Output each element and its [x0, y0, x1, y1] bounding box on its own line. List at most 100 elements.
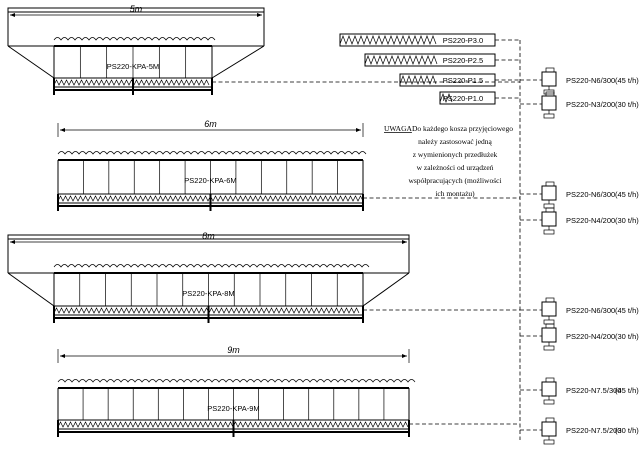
extension-label: PS220-P3.0 [443, 36, 483, 45]
motor-housing-icon [541, 421, 557, 437]
motor-cap-icon [545, 323, 555, 329]
extension-label: PS220-P2.5 [443, 56, 483, 65]
extension-label: PS220-P1.5 [443, 76, 483, 85]
dimension-arrow [10, 13, 15, 17]
drive-model-label: PS220-N6/300 [566, 190, 615, 199]
bin-model-label: PS220-KPA-6M [184, 176, 236, 185]
bin-model-label: PS220-KPA-5M [107, 62, 159, 71]
extension-1: PS220-P3.0 [339, 33, 496, 47]
extension-hatching [364, 55, 438, 65]
conveyor-screw [53, 79, 210, 86]
drive-unit-1: PS220-N6/300(45 t/h) [541, 67, 639, 95]
motor-housing-icon [541, 327, 557, 343]
drive-capacity-label: (45 t/h) [615, 76, 639, 85]
dashed-connections [212, 39, 542, 440]
motor-cap-icon [545, 181, 555, 187]
drive-capacity-label: (45 t/h) [615, 386, 639, 395]
drive-capacity-label: (30 t/h) [615, 426, 639, 435]
motor-cap-icon [545, 377, 555, 383]
dimension-arrow [60, 128, 65, 132]
note-line-3: z wymienionych przedłużek [413, 150, 498, 159]
note-line-5: współpracujących (możliwości [408, 176, 501, 185]
note-line-6: ich montażu) [435, 189, 475, 198]
bin-corrugation [53, 37, 216, 41]
bin-length-label: 6m [204, 119, 217, 129]
drive-model-label: PS220-N6/300 [566, 76, 615, 85]
extension-hatching [439, 93, 453, 103]
dimension-arrow [356, 128, 361, 132]
bin-corrugation [57, 151, 367, 155]
drive-unit-2: PS220-N3/200(30 t/h) [541, 91, 639, 119]
drive-unit-3: PS220-N6/300(45 t/h) [541, 181, 639, 209]
drive-model-label: PS220-N7.5/200 [566, 426, 621, 435]
note-heading: UWAGA [384, 124, 412, 133]
extension-label: PS220-P1.0 [443, 94, 483, 103]
bin-model-label: PS220-KPA-8M [182, 289, 234, 298]
drive-model-label: PS220-N7.5/300 [566, 386, 621, 395]
drive-model-label: PS220-N3/200 [566, 100, 615, 109]
motor-cap-icon [545, 297, 555, 303]
drive-model-label: PS220-N4/200 [566, 332, 615, 341]
drive-capacity-label: (45 t/h) [615, 190, 639, 199]
motor-base-icon [543, 203, 555, 209]
dimension-arrow [257, 13, 262, 17]
drive-capacity-label: (45 t/h) [615, 306, 639, 315]
note-line-2: należy zastosować jedną [418, 137, 492, 146]
extension-3: PS220-P1.5 [399, 73, 496, 87]
bin-model-label: PS220-KPA-9M [207, 404, 259, 413]
conveyor-screw [53, 307, 360, 314]
drive-unit-5: PS220-N6/300(45 t/h) [541, 297, 639, 325]
hopper-slope-right [211, 45, 265, 79]
hopper-slope-left [7, 45, 55, 79]
drive-model-label: PS220-N6/300 [566, 306, 615, 315]
motor-cap-icon [545, 207, 555, 213]
extension-2: PS220-P2.5 [364, 53, 496, 67]
bin-length-label: 8m [202, 231, 215, 241]
motor-base-icon [543, 229, 555, 235]
dimension-arrow [402, 354, 407, 358]
drive-unit-4: PS220-N4/200(30 t/h) [541, 207, 639, 235]
drive-unit-7: PS220-N7.5/300(45 t/h) [541, 377, 639, 405]
drive-capacity-label: (30 t/h) [615, 100, 639, 109]
motor-base-icon [543, 399, 555, 405]
bin-corrugation [57, 379, 416, 383]
drive-model-label: PS220-N4/200 [566, 216, 615, 225]
drive-unit-6: PS220-N4/200(30 t/h) [541, 323, 639, 351]
motor-housing-icon [541, 71, 557, 87]
hopper-slope-right [362, 272, 410, 307]
bin-length-label: 5m [130, 4, 143, 14]
motor-cap-icon [545, 91, 555, 97]
motor-housing-icon [541, 211, 557, 227]
note-line-4: w zależności od urządzeń [417, 163, 494, 172]
drive-capacity-label: (30 t/h) [615, 216, 639, 225]
dimension-arrow [402, 240, 407, 244]
note-line-1: Do każdego kosza przyjęciowego [412, 124, 513, 133]
hopper-slope-left [7, 272, 55, 307]
motor-housing-icon [541, 381, 557, 397]
motor-base-icon [543, 113, 555, 119]
bin-length-label: 9m [227, 345, 240, 355]
drive-units: PS220-N6/300(45 t/h)PS220-N3/200(30 t/h)… [541, 67, 639, 445]
motor-housing-icon [541, 95, 557, 111]
motor-cap-icon [545, 417, 555, 423]
bin-corrugation [53, 264, 370, 268]
extension-4: PS220-P1.0 [439, 91, 496, 105]
motor-base-icon [543, 319, 555, 325]
drive-capacity-label: (30 t/h) [615, 332, 639, 341]
dimension-arrow [10, 240, 15, 244]
extension-hatching [339, 35, 437, 45]
extension-hatching [399, 75, 437, 85]
motor-cap-icon [545, 67, 555, 73]
motor-base-icon [543, 345, 555, 351]
dimension-arrow [60, 354, 65, 358]
receiving-bins: 5mPS220-KPA-5M6mPS220-KPA-6M8mPS220-KPA-… [7, 4, 416, 437]
motor-housing-icon [541, 185, 557, 201]
drive-unit-8: PS220-N7.5/200(30 t/h) [541, 417, 639, 445]
motor-base-icon [543, 439, 555, 445]
